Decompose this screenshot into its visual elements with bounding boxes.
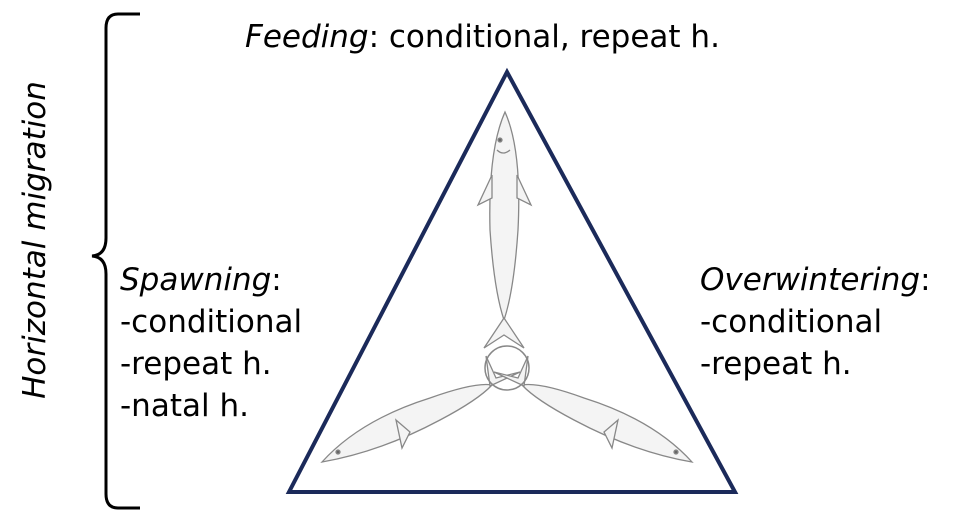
feeding-rest: : conditional, repeat h. <box>369 19 720 55</box>
spawning-colon: : <box>271 262 281 298</box>
axis-label: Horizontal migration <box>17 81 53 399</box>
fish-feeding <box>478 112 531 348</box>
overwintering-heading: Overwintering: <box>700 265 931 307</box>
spawning-term: Spawning <box>120 262 271 298</box>
overwintering-colon: : <box>920 262 930 298</box>
overwintering-item: -repeat h. <box>700 349 931 391</box>
fish-overwintering <box>494 356 692 462</box>
spawning-item: -natal h. <box>120 391 302 433</box>
spawning-item: -conditional <box>120 307 302 349</box>
spawning-label: Spawning: -conditional -repeat h. -natal… <box>120 265 302 433</box>
feeding-term: Feeding <box>245 19 369 55</box>
curly-brace <box>92 14 140 508</box>
spawning-item: -repeat h. <box>120 349 302 391</box>
spawning-heading: Spawning: <box>120 265 302 307</box>
overwintering-term: Overwintering <box>700 262 920 298</box>
feeding-label: Feeding: conditional, repeat h. <box>245 22 720 53</box>
overwintering-label: Overwintering: -conditional -repeat h. <box>700 265 931 391</box>
overwintering-item: -conditional <box>700 307 931 349</box>
